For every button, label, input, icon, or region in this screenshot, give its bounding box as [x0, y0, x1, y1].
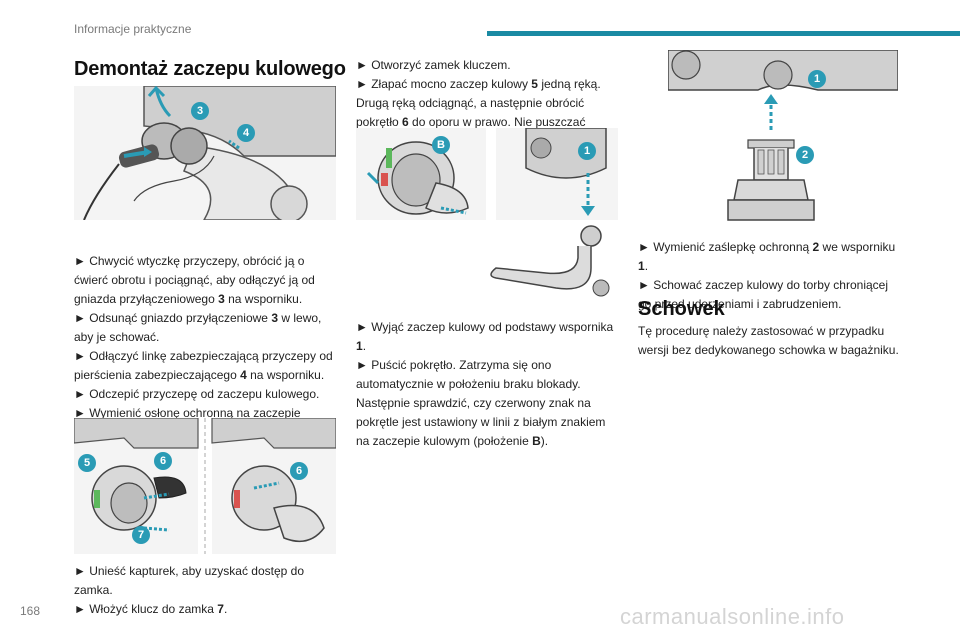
step-text: ► Włożyć klucz do zamka 7.	[74, 602, 228, 616]
step-text: ► Chwycić wtyczkę przyczepy, obrócić ją …	[74, 254, 315, 306]
col1-instructions-2: ► Unieść kapturek, aby uzyskać dostęp do…	[74, 562, 336, 619]
section-title-schowek: Schowek	[638, 298, 725, 320]
badge-6: 6	[290, 462, 308, 480]
header-accent-bar	[487, 31, 960, 36]
figure-lock-access: 5 6 7 6	[74, 418, 336, 554]
col3-paragraph: Tę procedurę należy zastosować w przypad…	[638, 324, 899, 357]
step-text: ► Odsunąć gniazdo przyłączeniowe 3 w lew…	[74, 311, 322, 344]
step-text: ► Otworzyć zamek kluczem.	[356, 58, 511, 72]
badge-7: 7	[132, 526, 150, 544]
step-text: ► Wyjąć zaczep kulowy od podstawy wsporn…	[356, 320, 614, 353]
step-text: ► Odczepić przyczepę od zaczepu kulowego…	[74, 387, 320, 401]
figure-socket-disconnect: 3 4	[74, 86, 336, 220]
badge-6: 6	[154, 452, 172, 470]
col2-instructions: ► Otworzyć zamek kluczem. ► Złapać mocno…	[356, 56, 618, 151]
col3-instructions: ► Wymienić zaślepkę ochronną 2 we wsporn…	[638, 238, 900, 314]
step-text: ► Schować zaczep kulowy do torby chronią…	[638, 278, 888, 311]
step-text: ► Puścić pokrętło. Zatrzyma się ono auto…	[356, 358, 606, 448]
badge-3: 3	[191, 102, 209, 120]
figure-cap-replace: 1 2	[668, 50, 898, 232]
col2-instructions-2: ► Wyjąć zaczep kulowy od podstawy wsporn…	[356, 318, 618, 451]
page-number: 168	[20, 604, 41, 618]
col1-instructions: ► Chwycić wtyczkę przyczepy, obrócić ją …	[74, 252, 336, 442]
step-text: ► Wymienić zaślepkę ochronną 2 we wsporn…	[638, 240, 896, 273]
badge-1: 1	[578, 142, 596, 160]
badge-4: 4	[237, 124, 255, 142]
step-text: ► Złapać mocno zaczep kulowy 5 jedną ręk…	[356, 77, 601, 148]
step-text: ► Odłączyć linkę zabezpieczającą przycze…	[74, 349, 333, 382]
watermark: carmanualsonline.info	[620, 604, 845, 629]
badge-B: B	[432, 136, 450, 154]
badge-5: 5	[78, 454, 96, 472]
badge-1: 1	[808, 70, 826, 88]
step-text: ► Unieść kapturek, aby uzyskać dostęp do…	[74, 564, 304, 597]
page-title: Demontaż zaczepu kulowego	[74, 58, 346, 80]
page-header: Informacje praktyczne	[74, 22, 192, 36]
figure-ball-removal: B 1	[356, 128, 618, 308]
badge-2: 2	[796, 146, 814, 164]
